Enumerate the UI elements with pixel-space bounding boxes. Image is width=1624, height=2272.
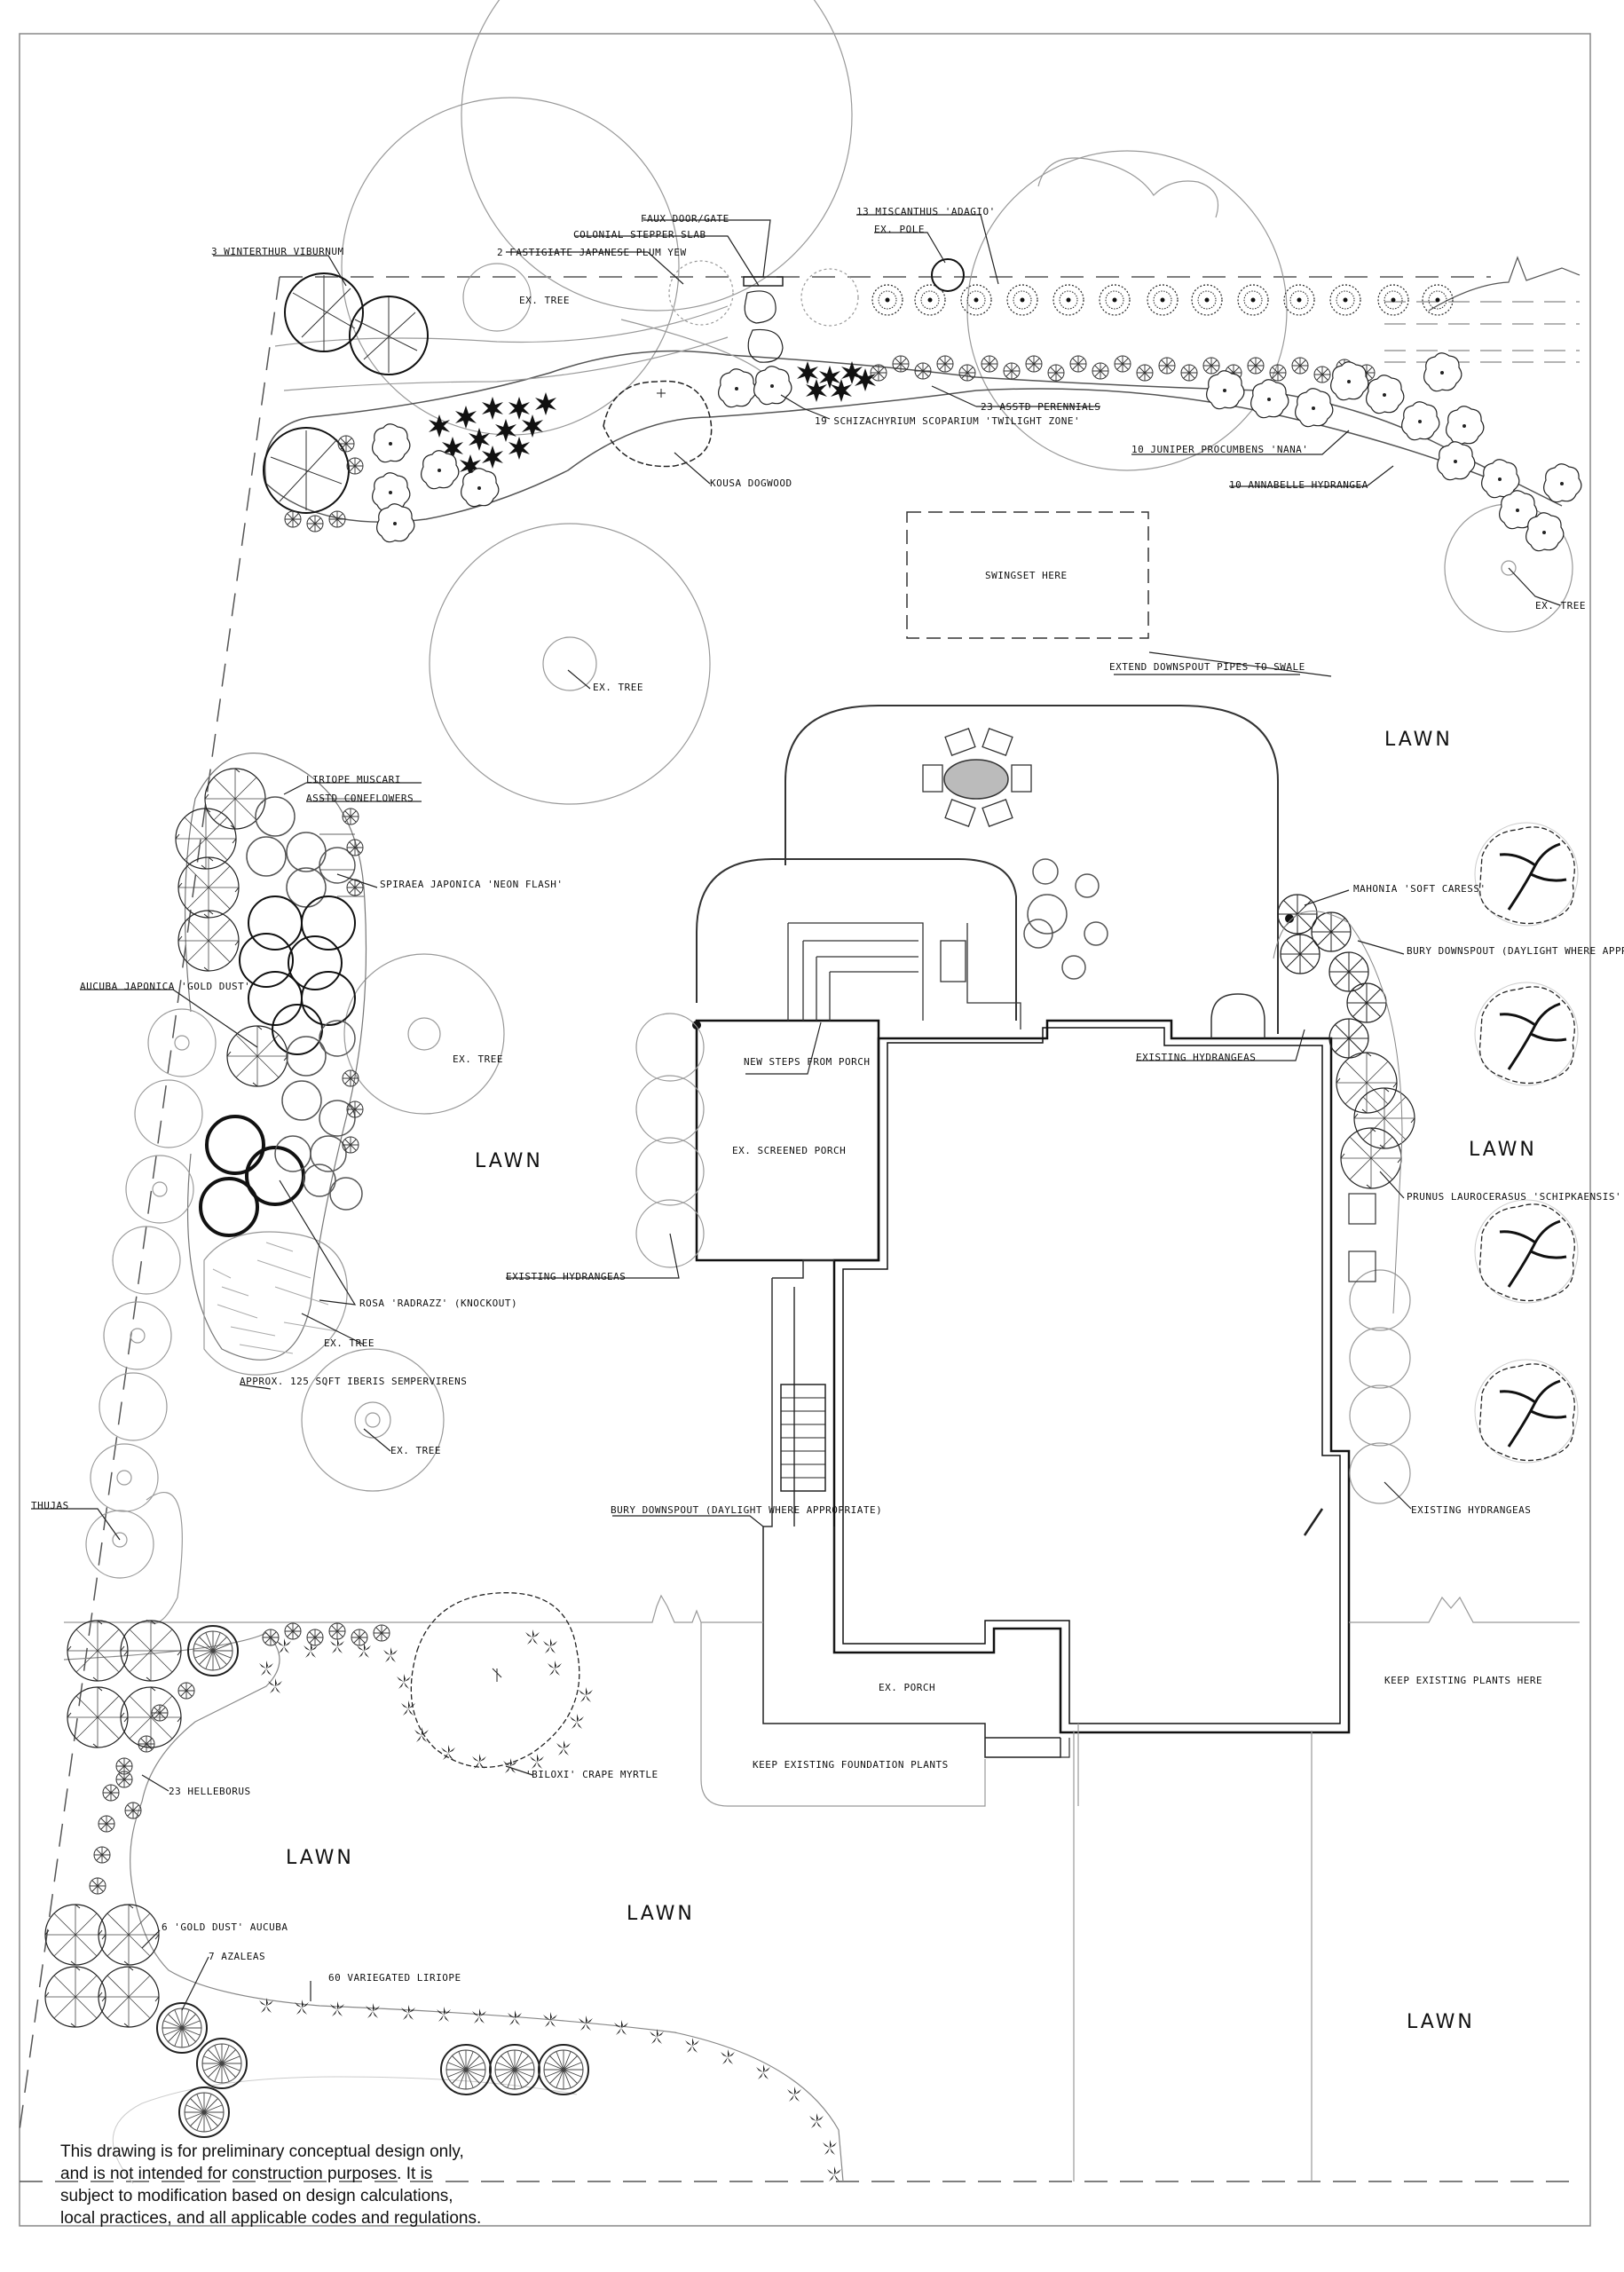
bottom-left-bed — [44, 1620, 844, 2184]
label-schizachyrium: 19 SCHIZACHYRIUM SCOPARIUM 'TWILIGHT ZON… — [815, 415, 1080, 427]
back-bed-front-edge — [265, 388, 1492, 523]
label-keep-foundation: KEEP EXISTING FOUNDATION PLANTS — [753, 1759, 949, 1771]
label-coneflowers: ASSTD CONEFLOWERS — [306, 793, 414, 804]
label-spiraea: SPIRAEA JAPONICA 'NEON FLASH' — [380, 879, 564, 890]
label-winterthur-viburnum: 3 WINTERTHUR VIBURNUM — [211, 246, 344, 257]
label-ex-tree-right-top: EX. TREE — [1535, 600, 1586, 611]
label-prunus: PRUNUS LAUROCERASUS 'SCHIPKAENSIS' — [1407, 1191, 1621, 1203]
thujas-column — [85, 1008, 217, 1624]
lawn-label-bottom-right: LAWN — [1407, 2011, 1475, 2033]
disclaimer-line: local practices, and all applicable code… — [60, 2209, 482, 2228]
label-downspout-extend: EXTEND DOWNSPOUT PIPES TO SWALE — [1109, 661, 1305, 673]
schizachyrium-group — [429, 361, 876, 477]
label-ex-tree-iberis: EX. TREE — [324, 1337, 374, 1349]
label-bury-downspout-right: BURY DOWNSPOUT (DAYLIGHT WHERE APPROPRIA… — [1407, 945, 1624, 957]
label-faux-door: FAUX DOOR/GATE — [641, 213, 729, 225]
disclaimer-line: This drawing is for preliminary conceptu… — [60, 2142, 464, 2161]
label-gold-dust-aucuba: 6 'GOLD DUST' AUCUBA — [162, 1921, 288, 1933]
house-and-patio — [692, 651, 1351, 1758]
label-fastigiate-yew: 2 FASTIGIATE JAPANESE PLUM YEW — [497, 247, 687, 258]
disclaimer-line: and is not intended for construction pur… — [60, 2165, 433, 2183]
label-annabelle: 10 ANNABELLE HYDRANGEA — [1229, 479, 1368, 491]
swingset-area — [906, 511, 1149, 639]
plan-labels: 3 WINTERTHUR VIBURNUM 2 FASTIGIATE JAPAN… — [31, 206, 1624, 2033]
label-ex-porch: EX. PORCH — [879, 1682, 935, 1693]
stepper-slabs — [744, 290, 784, 363]
left-bed — [175, 753, 367, 1361]
back-bed-outline-2 — [274, 305, 764, 391]
label-bury-downspout-left: BURY DOWNSPOUT (DAYLIGHT WHERE APPROPRIA… — [611, 1504, 882, 1516]
faux-door — [743, 276, 784, 287]
crape-myrtle — [277, 1592, 593, 1773]
lawn-label-bottom-left: LAWN — [286, 1847, 354, 1869]
mahonia-prunus-bed — [1273, 894, 1415, 1314]
label-ex-tree-mid: EX. TREE — [593, 682, 643, 693]
label-perennials: 23 ASSTD PERENNIALS — [981, 401, 1100, 413]
leader-lines — [31, 214, 1561, 2011]
label-rosa: ROSA 'RADRAZZ' (KNOCKOUT) — [359, 1298, 517, 1309]
disclaimer-line: subject to modification based on design … — [60, 2187, 453, 2205]
label-ex-tree-lower: EX. TREE — [390, 1445, 441, 1456]
label-miscanthus: 13 MISCANTHUS 'ADAGIO' — [856, 206, 996, 217]
back-property-dash — [1384, 301, 1580, 363]
label-existing-hydrangeas-porch: EXISTING HYDRANGEAS — [506, 1271, 626, 1282]
property-line — [19, 276, 1491, 2131]
label-ex-tree-top: EX. TREE — [519, 295, 570, 306]
label-keep-plants: KEEP EXISTING PLANTS HERE — [1384, 1675, 1542, 1686]
label-azaleas: 7 AZALEAS — [209, 1951, 265, 1962]
label-iberis: APPROX. 125 SQFT IBERIS SEMPERVIRENS — [240, 1376, 467, 1387]
hydrangea-porch-circles — [635, 1013, 1411, 1504]
lawn-label-bottom-center: LAWN — [627, 1903, 695, 1925]
label-crape-myrtle: 'BILOXI' CRAPE MYRTLE — [525, 1769, 658, 1780]
juniper-hydrangea-shrubs — [372, 352, 1582, 552]
ex-tree-small-markers — [462, 258, 965, 332]
iberis-area — [203, 1231, 348, 1376]
lawn-label-right-top: LAWN — [1384, 729, 1453, 751]
lawn-label-right-mid: LAWN — [1469, 1139, 1537, 1161]
label-thujas: THUJAS — [31, 1500, 69, 1511]
label-ex-tree-left: EX. TREE — [453, 1053, 503, 1065]
label-aucuba: AUCUBA JAPONICA 'GOLD DUST' — [80, 981, 250, 992]
neighbor-edge — [1428, 256, 1581, 312]
disclaimer-note: This drawing is for preliminary conceptu… — [60, 2141, 557, 2229]
viburnum-group — [263, 272, 429, 514]
miscanthus-row — [871, 284, 1454, 316]
label-existing-hydrangeas-patio: EXISTING HYDRANGEAS — [1136, 1052, 1256, 1063]
label-swingset: SWINGSET HERE — [985, 570, 1068, 581]
label-screened-porch: EX. SCREENED PORCH — [732, 1145, 846, 1156]
label-juniper: 10 JUNIPER PROCUMBENS 'NANA' — [1131, 444, 1308, 455]
label-helleborus: 23 HELLEBORUS — [169, 1786, 251, 1797]
label-ex-pole: EX. POLE — [874, 224, 925, 235]
kousa-dogwood — [603, 380, 713, 468]
label-colonial-stepper: COLONIAL STEPPER SLAB — [573, 229, 706, 241]
label-kousa: KOUSA DOGWOOD — [710, 477, 792, 489]
label-variegated-liriope: 60 VARIEGATED LIRIOPE — [328, 1972, 461, 1984]
label-mahonia: MAHONIA 'SOFT CARESS' — [1353, 883, 1486, 895]
label-existing-hydrangeas-right: EXISTING HYDRANGEAS — [1411, 1504, 1531, 1516]
lot-lines — [64, 1594, 1580, 2181]
existing-tree-canopies — [301, 0, 1573, 1492]
lawn-label-left: LAWN — [475, 1150, 543, 1172]
ex-tree-centers — [354, 560, 1517, 1439]
sheet-border — [19, 33, 1591, 2227]
back-bed-outline — [264, 350, 1563, 507]
label-new-steps: NEW STEPS FROM PORCH — [744, 1056, 870, 1068]
label-liriope-muscari: LIRIOPE MUSCARI — [306, 774, 401, 785]
